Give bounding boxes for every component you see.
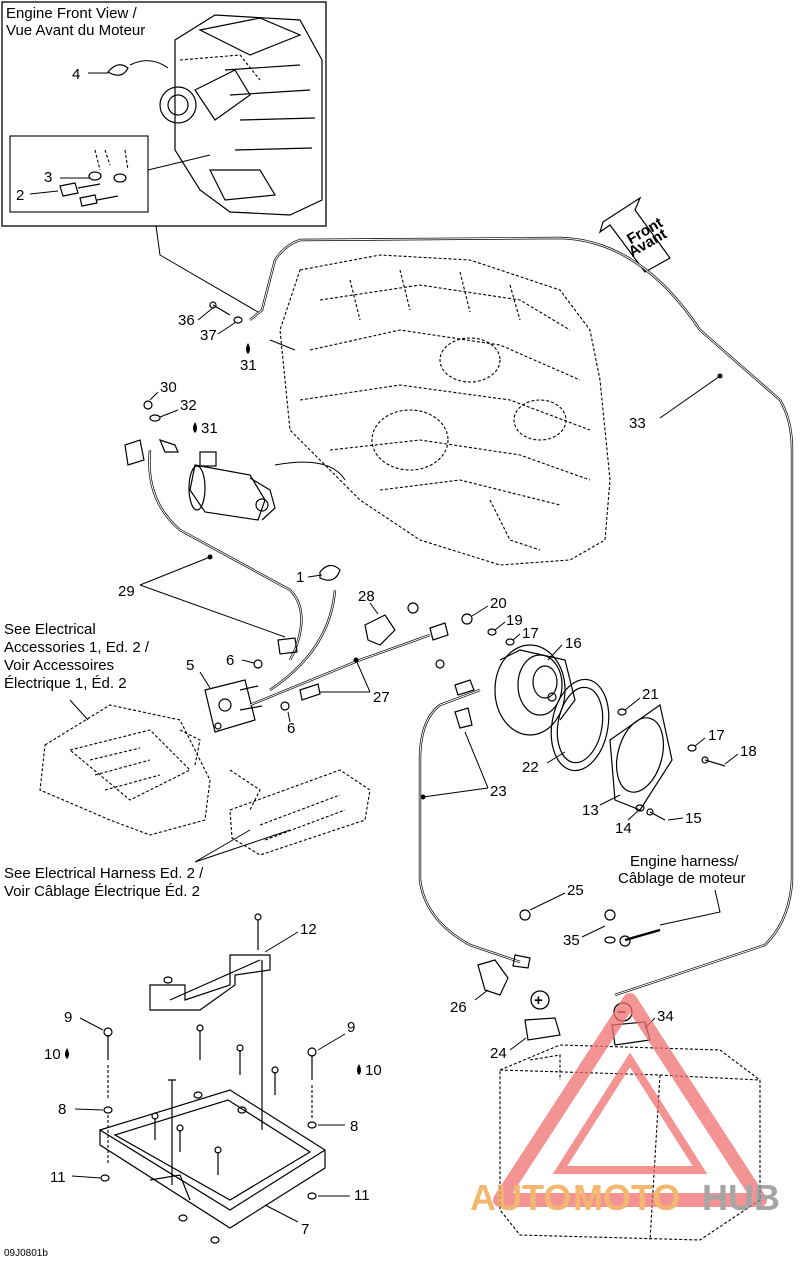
watermark-text-hub: HUB — [702, 1177, 780, 1218]
electrical-box-sketch — [39, 704, 211, 836]
terminal-cover-28 — [364, 614, 396, 646]
see-harness-caption-2: Voir Câblage Électrique Éd. 2 — [4, 883, 200, 900]
callout-18: 18 — [740, 743, 757, 760]
callout-11-left: 11 — [50, 1169, 66, 1186]
callout-1: 1 — [296, 569, 304, 586]
callout-3: 3 — [44, 169, 52, 186]
callout-8-left: 8 — [58, 1101, 66, 1118]
callout-13: 13 — [582, 802, 599, 819]
watermark-text-auto: AUTO — [470, 1177, 571, 1218]
callout-7: 7 — [301, 1221, 309, 1238]
positive-terminal-icon — [530, 990, 550, 1010]
callout-17-top: 17 — [522, 625, 539, 642]
battery-cable-23 — [418, 659, 531, 969]
clamp-4 — [107, 64, 129, 76]
hold-down-strap-12 — [149, 954, 271, 1011]
callout-34: 34 — [657, 1008, 674, 1025]
bolts-hardware — [100, 913, 317, 1244]
see-accessories-caption-2: Accessories 1, Ed. 2 / — [4, 639, 150, 656]
callout-27: 27 — [373, 689, 390, 706]
engine-harness-caption-2: Câblage de moteur — [618, 870, 746, 887]
callout-22: 22 — [522, 759, 539, 776]
bolt-2-3-detail — [59, 149, 211, 207]
callout-32: 32 — [180, 397, 197, 414]
callout-25: 25 — [567, 882, 584, 899]
callout-20: 20 — [490, 595, 507, 612]
callout-10-right: 10 — [365, 1062, 382, 1079]
callout-12: 12 — [300, 921, 317, 938]
callout-6-top: 6 — [226, 652, 234, 669]
callout-36: 36 — [178, 312, 195, 329]
watermark-logo: AUTO MOTO HUB — [470, 993, 780, 1218]
callout-21: 21 — [642, 686, 659, 703]
callout-11-right: 11 — [354, 1187, 370, 1204]
terminal-housing-16 — [494, 644, 576, 736]
nut-20 — [461, 613, 473, 625]
callout-16: 16 — [565, 635, 582, 652]
see-harness-caption-1: See Electrical Harness Ed. 2 / — [4, 865, 204, 882]
callout-24: 24 — [490, 1045, 507, 1062]
callout-8-right: 8 — [350, 1118, 358, 1135]
callout-6-bottom: 6 — [287, 720, 295, 737]
engine-front-view-caption-2: Vue Avant du Moteur — [6, 22, 145, 39]
nut-6-top — [253, 659, 263, 669]
callout-9-left: 9 — [64, 1009, 72, 1026]
harness-sketch — [229, 769, 371, 856]
starter-motor — [188, 451, 346, 521]
solenoid-5 — [204, 679, 263, 733]
engine-block-outline — [279, 254, 611, 566]
callout-31-top: 31 — [240, 357, 257, 374]
nut-25 — [519, 909, 531, 921]
clamp-24 — [524, 1017, 561, 1041]
plus-symbol: + — [534, 992, 543, 1009]
engine-harness-caption-1: Engine harness/ — [630, 853, 739, 870]
gasket-22 — [550, 678, 610, 772]
drawing-code: 09J0801b — [4, 1248, 48, 1259]
callout-30: 30 — [160, 379, 177, 396]
cable-27 — [249, 622, 449, 707]
engine-front-sketch — [159, 14, 323, 216]
callout-28: 28 — [358, 588, 375, 605]
battery-tray-7 — [98, 1089, 327, 1229]
callout-5: 5 — [186, 657, 194, 674]
loctite-drop-icon — [246, 343, 250, 354]
flange-13 — [609, 703, 673, 811]
callout-37: 37 — [200, 327, 217, 344]
callout-19: 19 — [506, 612, 523, 629]
terminal-cover-26 — [477, 959, 509, 996]
watermark-text-moto: MOTO — [573, 1177, 680, 1218]
callout-17-right: 17 — [708, 727, 725, 744]
engine-front-view-inset: Engine Front View / Vue Avant du Moteur — [1, 1, 327, 227]
callout-31-starter: 31 — [201, 420, 218, 437]
callout-29: 29 — [118, 583, 135, 600]
callout-14: 14 — [615, 820, 632, 837]
bolt-36 — [209, 301, 243, 324]
callout-15: 15 — [685, 810, 702, 827]
nut-35 — [604, 909, 616, 921]
engine-front-view-caption-1: Engine Front View / — [6, 5, 137, 22]
see-accessories-caption-3: Voir Accessoires — [4, 657, 114, 674]
callout-26: 26 — [450, 999, 467, 1016]
clamp-1 — [319, 564, 341, 581]
callout-23: 23 — [490, 783, 507, 800]
callout-2: 2 — [16, 187, 24, 204]
nut-6-bottom — [280, 701, 290, 711]
callout-9-right: 9 — [347, 1019, 355, 1036]
callout-4: 4 — [72, 66, 80, 83]
callout-33: 33 — [629, 415, 646, 432]
see-accessories-caption-1: See Electrical — [4, 621, 96, 638]
nut-30 — [143, 400, 153, 410]
callout-10-left: 10 — [44, 1046, 61, 1063]
see-accessories-caption-4: Électrique 1, Éd. 2 — [4, 675, 127, 692]
starter-cable-29 — [124, 439, 303, 661]
callout-35: 35 — [563, 932, 580, 949]
